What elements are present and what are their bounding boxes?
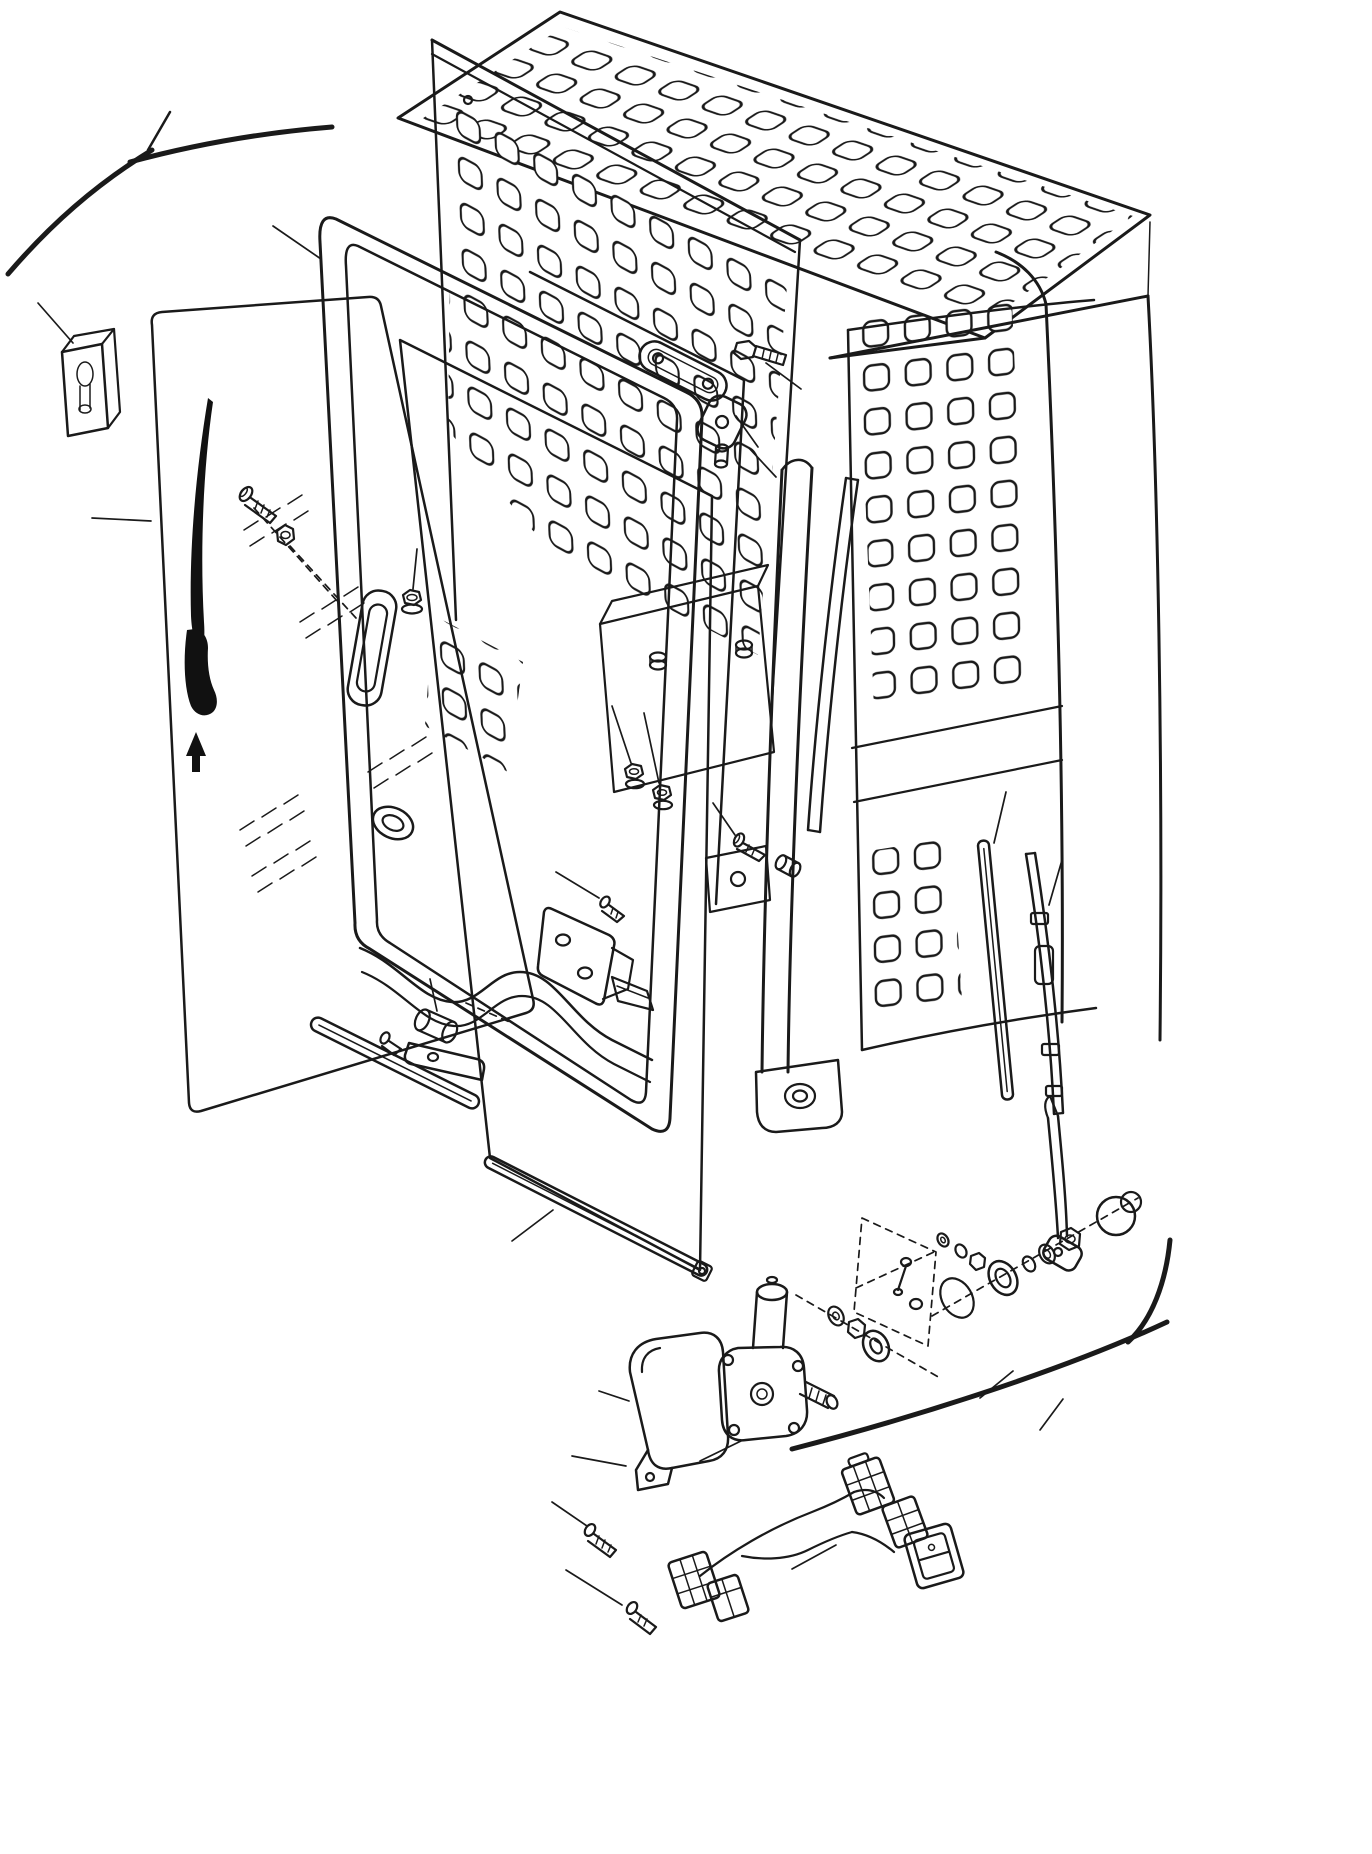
frame-corner-gusset (696, 394, 748, 450)
wiper-motor (717, 1275, 839, 1442)
striker-screw (599, 895, 626, 924)
hinge-bolt (732, 339, 788, 367)
latch-handle-silhouette (184, 629, 217, 716)
latch-assembly (379, 1008, 486, 1082)
motor-spacers (795, 1294, 941, 1379)
wiper-pivot-hardware (931, 1190, 1143, 1319)
screw-and-sleeve (732, 832, 802, 878)
motor-cover (628, 1331, 730, 1492)
door-skin-panel (150, 295, 535, 1113)
cab-structure (528, 250, 1163, 1134)
mount-block (60, 327, 122, 438)
harness-connector-d (706, 1573, 750, 1623)
door-frame (318, 216, 748, 1133)
up-arrow-icon (186, 732, 206, 772)
machine-body-outline (5, 110, 1173, 1452)
wiring-harness (667, 1452, 965, 1623)
wiper-refill (976, 839, 1015, 1101)
frame-grommet (371, 805, 415, 841)
harness-connector-a (840, 1452, 896, 1516)
rear-screen-panel (425, 38, 802, 772)
hinge-bolts-pair (623, 762, 674, 811)
wiper-arm (1042, 1094, 1083, 1272)
rocker-switch (903, 1522, 965, 1590)
upper-hinge-bracket (638, 340, 728, 402)
harness-screws (583, 1522, 658, 1636)
lock-striker-plate (536, 906, 655, 1012)
sill-weatherstrip (483, 1155, 713, 1282)
wiper-mounting-plate (853, 1217, 937, 1347)
door-pull-handle (346, 589, 398, 707)
harness-connector-b (881, 1495, 929, 1549)
leader-lines (37, 225, 1064, 1606)
window-seal-silhouette (190, 398, 213, 650)
screw-and-nut (238, 485, 296, 547)
door-inner-panel-contour (358, 946, 654, 1062)
wiper-blade (1024, 851, 1065, 1116)
frame-bolt (400, 588, 424, 615)
roof-perforated-panel (396, 10, 1152, 340)
lower-seal-strip (309, 1016, 481, 1110)
harness-connector-c (667, 1550, 721, 1610)
